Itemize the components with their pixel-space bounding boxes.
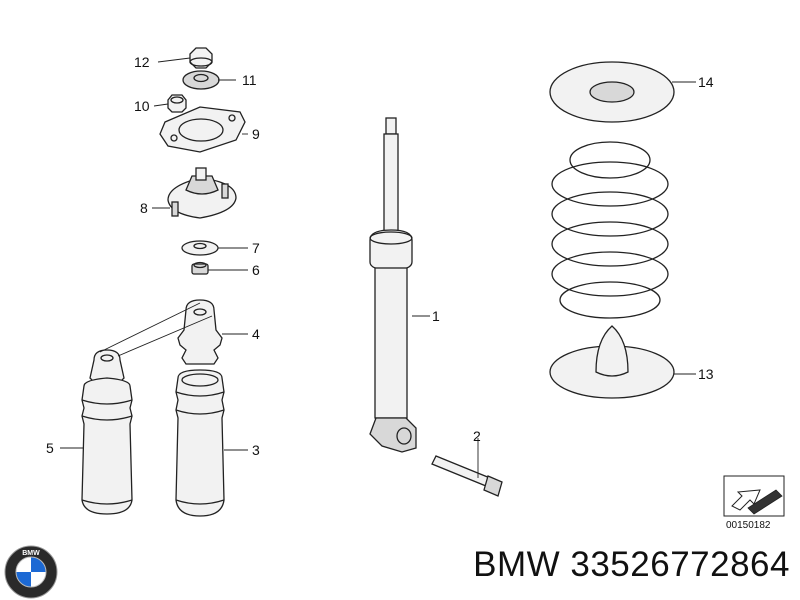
part-7-cup (181, 240, 219, 256)
part-number-caption: BMW 33526772864 (473, 545, 790, 584)
callout-7: 7 (252, 240, 260, 256)
callout-12: 12 (134, 54, 150, 70)
part-6-nut (191, 261, 209, 275)
callout-2: 2 (473, 428, 481, 444)
bmw-roundel-icon: BMW (4, 545, 58, 599)
part-14-upper-spring-pad (549, 61, 675, 123)
callout-8: 8 (140, 200, 148, 216)
part-8-support-bearing (167, 167, 237, 219)
reference-box: 00150182 (723, 475, 785, 531)
part-4-bump-stop (177, 299, 223, 365)
pointer-arrow-icon (731, 489, 761, 511)
part-2-bolt (431, 455, 503, 497)
part-13-lower-spring-pad (549, 325, 675, 399)
reference-code: 00150182 (726, 520, 771, 531)
part-12-nut (189, 47, 213, 69)
callout-11: 11 (242, 72, 257, 88)
assembly-link-line (99, 302, 213, 357)
callout-1: 1 (432, 308, 440, 324)
callout-13: 13 (698, 366, 714, 382)
callout-14: 14 (698, 74, 714, 90)
coil-spring (551, 141, 669, 319)
callout-6: 6 (252, 262, 260, 278)
part-3-boot (175, 369, 225, 517)
part-10-nut (167, 94, 187, 113)
part-5-boot-with-bump-stop (81, 349, 133, 515)
callout-3: 3 (252, 442, 260, 458)
callout-4: 4 (252, 326, 260, 342)
part-9-plate (159, 106, 246, 153)
part-1-shock-absorber (369, 117, 417, 453)
part-11-washer (182, 70, 220, 90)
callout-10: 10 (134, 98, 150, 114)
logo-letters: BMW (22, 550, 40, 557)
callout-9: 9 (252, 126, 260, 142)
callout-5: 5 (46, 440, 54, 456)
leader-lines (60, 57, 696, 478)
